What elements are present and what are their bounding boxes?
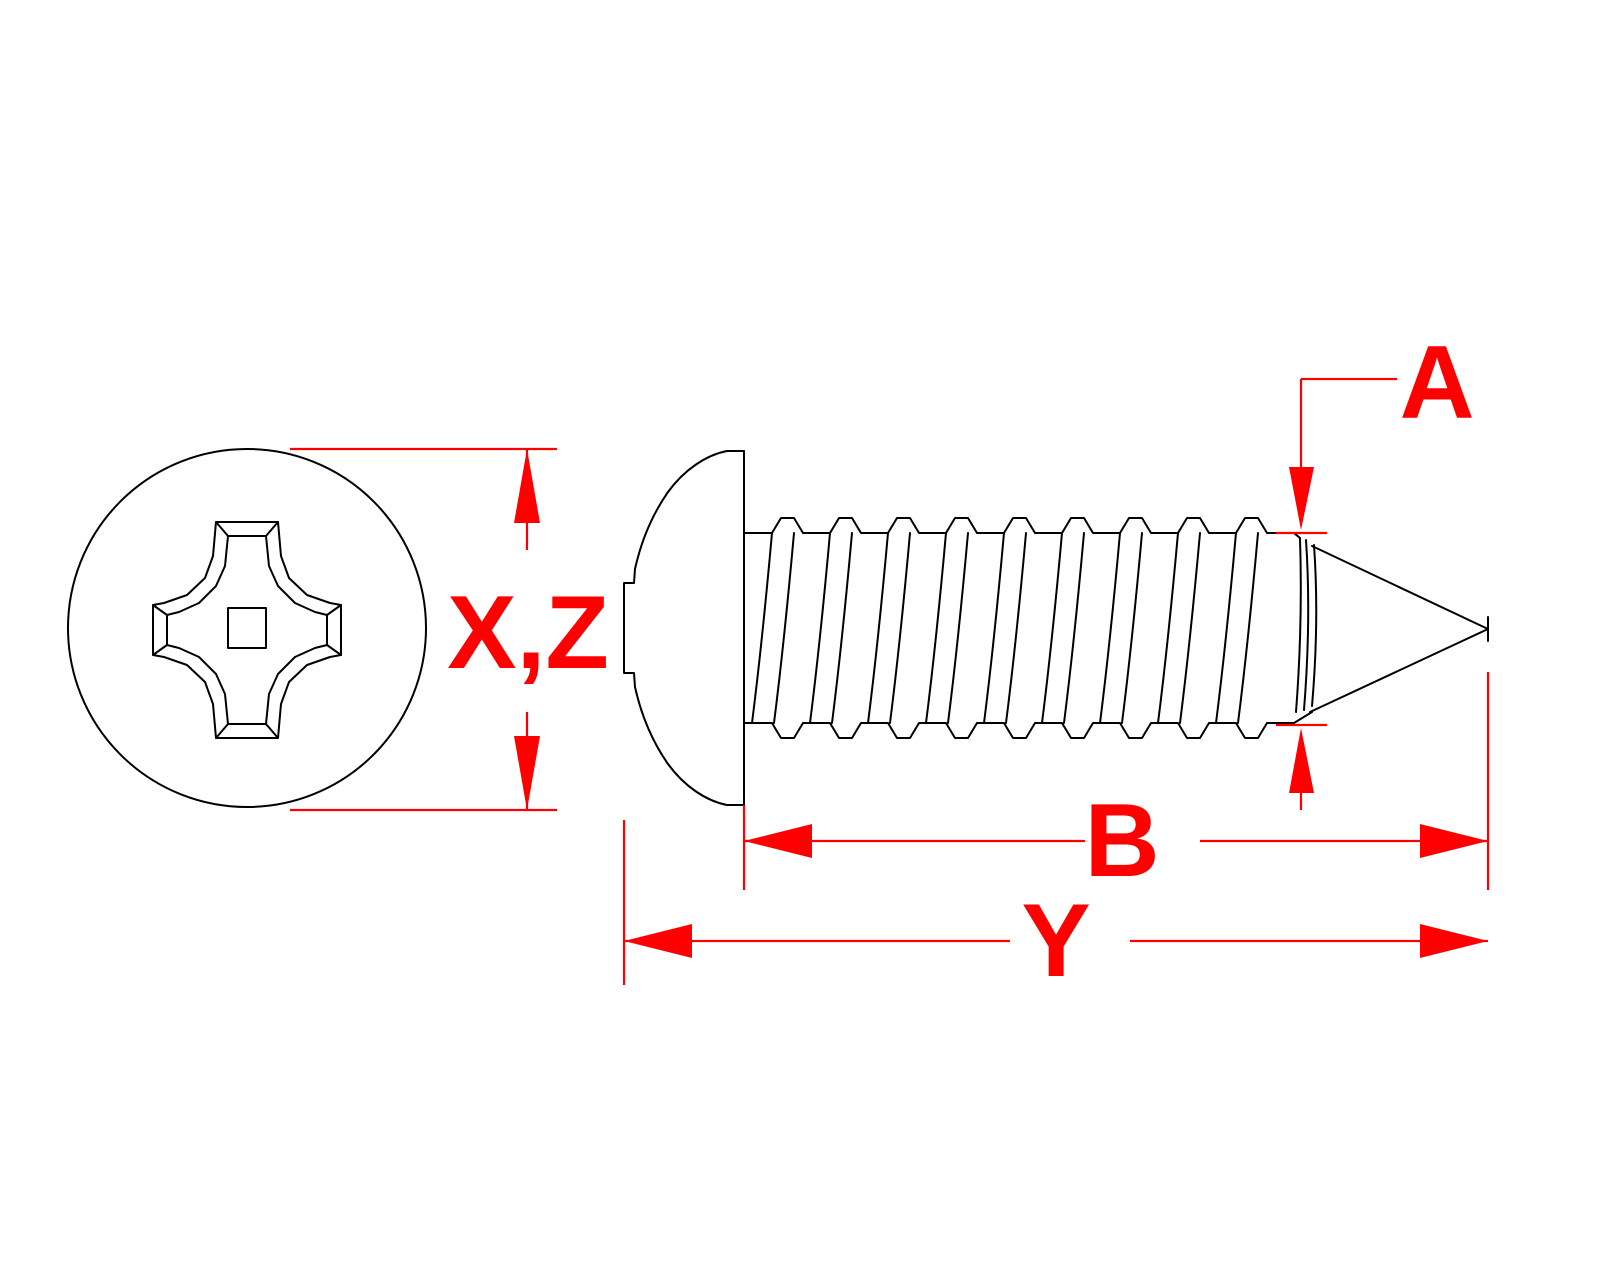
a-arrowhead-down	[1289, 467, 1314, 530]
thread-runout	[1293, 532, 1302, 713]
cross-recess-bevel-west	[152, 604, 168, 656]
b-dimension-group: B	[742, 672, 1490, 899]
thread-runout-3	[1311, 544, 1318, 707]
thread-crest-bottom	[743, 722, 1295, 739]
cross-recess-center	[227, 607, 267, 649]
a-dimension-group: A	[1276, 325, 1475, 810]
y-dimension-group: Y	[622, 820, 1488, 999]
thread-helix-lines	[751, 532, 1259, 724]
head-profile	[623, 450, 745, 806]
screw-point-cone	[1309, 545, 1489, 713]
xz-arrowhead-up	[514, 449, 540, 523]
cross-recess-outer	[152, 521, 342, 739]
thread-runout-2	[1303, 539, 1310, 711]
b-arrowhead-right	[1420, 824, 1488, 858]
point-base-line	[1293, 711, 1313, 724]
b-dimension-label: B	[1084, 783, 1159, 899]
b-arrowhead-left	[744, 824, 812, 858]
a-dimension-label: A	[1399, 325, 1474, 441]
y-dimension-label: Y	[1021, 883, 1090, 999]
xz-arrowhead-down	[514, 736, 540, 810]
cross-recess-inner	[166, 535, 328, 725]
xz-dimension-group: X,Z	[290, 447, 609, 812]
side-view-point	[1293, 545, 1489, 724]
cross-recess-bevel-south	[215, 723, 279, 739]
cross-recess-bevel-north	[215, 521, 279, 537]
y-arrowhead-right	[1420, 924, 1488, 958]
y-arrowhead-left	[624, 924, 692, 958]
head-outer-circle	[67, 448, 427, 808]
cross-recess-bevel-east	[326, 604, 342, 656]
head-end-view	[67, 448, 427, 808]
a-arrowhead-up	[1289, 728, 1314, 793]
xz-dimension-label: X,Z	[447, 575, 609, 691]
thread-crest-top	[743, 517, 1295, 534]
side-view-thread	[743, 517, 1318, 739]
side-view-head	[623, 450, 745, 806]
